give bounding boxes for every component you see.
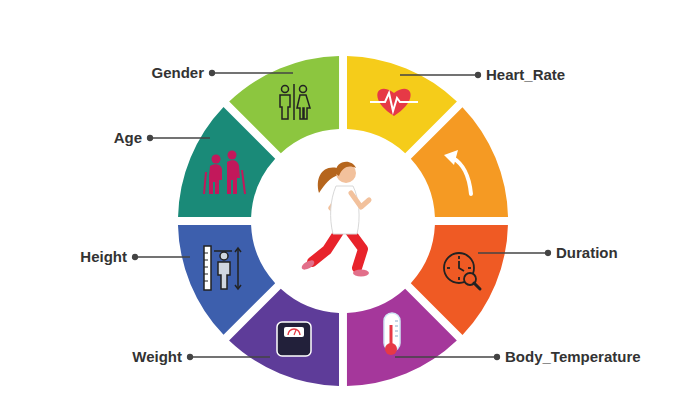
feature-label: Body_Temperature bbox=[505, 348, 641, 366]
feature-label: Height bbox=[80, 248, 127, 266]
feature-label: Heart_Rate bbox=[486, 66, 565, 84]
feature-label: Duration bbox=[556, 244, 618, 262]
clock-icon bbox=[444, 253, 480, 289]
gender-icon bbox=[280, 84, 310, 120]
runner-figure bbox=[257, 135, 429, 307]
scale-icon bbox=[277, 322, 311, 356]
feature-label: Weight bbox=[132, 348, 182, 366]
feature-label: Age bbox=[114, 129, 142, 147]
ring-segments bbox=[146, 24, 540, 412]
curved-arrow-icon bbox=[444, 150, 471, 194]
thermometer-icon bbox=[384, 313, 400, 355]
leader-lines bbox=[133, 71, 551, 360]
height-icon bbox=[204, 246, 241, 290]
heart-icon bbox=[370, 89, 418, 116]
feature-label: Gender bbox=[151, 64, 204, 82]
elderly-couple-icon bbox=[204, 151, 245, 195]
